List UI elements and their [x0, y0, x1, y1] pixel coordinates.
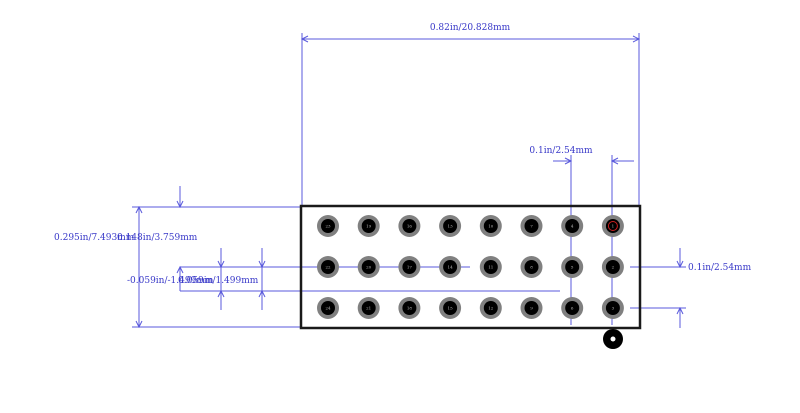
- pad-label: 13: [448, 224, 454, 229]
- pad-20: 20: [357, 256, 380, 278]
- pad-label: 12: [488, 306, 494, 311]
- pad-label: 2: [612, 265, 615, 270]
- pad-label: 10: [488, 224, 494, 229]
- overall-height-label: 0.295in/7.493mm: [54, 233, 135, 243]
- pitch-vertical-label: 0.1in/2.54mm: [688, 263, 752, 273]
- pad-6: 6: [561, 297, 584, 319]
- pad-label: 23: [325, 224, 331, 229]
- pad-1: 1: [601, 215, 624, 237]
- pad-label: 16: [407, 224, 413, 229]
- pad-label: 14: [448, 265, 454, 270]
- pad-label: 24: [325, 306, 331, 311]
- row-offset-fragment-label: 0.059in/1.499mm: [178, 276, 259, 286]
- pad-9: 9: [520, 297, 543, 319]
- pad-15: 15: [439, 297, 462, 319]
- pad-10: 10: [479, 215, 502, 237]
- pad-label: 5: [571, 265, 574, 270]
- pad-12: 12: [479, 297, 502, 319]
- pad-label: 22: [325, 265, 331, 270]
- overall-height-dimension: 0.295in/7.493mm 0.148in/3.759mm: [54, 186, 300, 329]
- pin1-dot-icon: [603, 329, 623, 349]
- pad-22: 22: [317, 256, 339, 278]
- pad-label: 1: [612, 224, 615, 229]
- overall-width-label: 0.82in/20.828mm: [430, 23, 511, 33]
- pad-label: 4: [571, 224, 574, 229]
- pad-label: 17: [407, 265, 413, 270]
- pad-16: 16: [398, 215, 421, 237]
- pad-11: 11: [479, 256, 502, 278]
- pad-label: 11: [488, 265, 493, 270]
- pad-2: 2: [601, 256, 624, 278]
- pad-label: 6: [571, 306, 574, 311]
- pitch-vertical-dimension: 0.1in/2.54mm: [630, 248, 752, 328]
- pad-18: 18: [398, 297, 421, 319]
- pad-23: 23: [317, 215, 339, 237]
- pad-21: 21: [357, 297, 380, 319]
- pad-grid: 23 19 16 13 10 7 4 1 22 20 17 14 11 8 5 2 24 21 18 15 12 9 6 3: [317, 215, 624, 319]
- pad-17: 17: [398, 256, 421, 278]
- pad-14: 14: [439, 256, 462, 278]
- pad-8: 8: [520, 256, 543, 278]
- pad-label: 8: [530, 265, 533, 270]
- pad-label: 15: [448, 306, 454, 311]
- pad-19: 19: [357, 215, 380, 237]
- pitch-horizontal-label: 0.1in/2.54mm: [529, 146, 593, 156]
- pad-13: 13: [439, 215, 462, 237]
- pad-24: 24: [317, 297, 339, 319]
- row-offset-label: -0.059in/-1.499mm: [127, 276, 214, 286]
- pad-4: 4: [561, 215, 584, 237]
- row-offset-dimension: -0.059in/-1.499mm 0.059in/1.499mm: [127, 248, 560, 310]
- package-outline: [299, 204, 642, 330]
- overlap-height-label: 0.148in/3.759mm: [117, 233, 198, 243]
- pad-label: 18: [407, 306, 413, 311]
- pad-label: 7: [530, 224, 533, 229]
- pad-label: 3: [612, 306, 615, 311]
- overall-width-dimension: 0.82in/20.828mm: [300, 23, 641, 205]
- pad-5: 5: [561, 256, 584, 278]
- pad-7: 7: [520, 215, 543, 237]
- pad-label: 9: [530, 306, 533, 311]
- pad-label: 19: [366, 224, 372, 229]
- pad-3: 3: [601, 297, 624, 319]
- pitch-horizontal-dimension: 0.1in/2.54mm: [529, 146, 634, 325]
- pad-label: 21: [366, 306, 371, 311]
- pad-label: 20: [366, 265, 372, 270]
